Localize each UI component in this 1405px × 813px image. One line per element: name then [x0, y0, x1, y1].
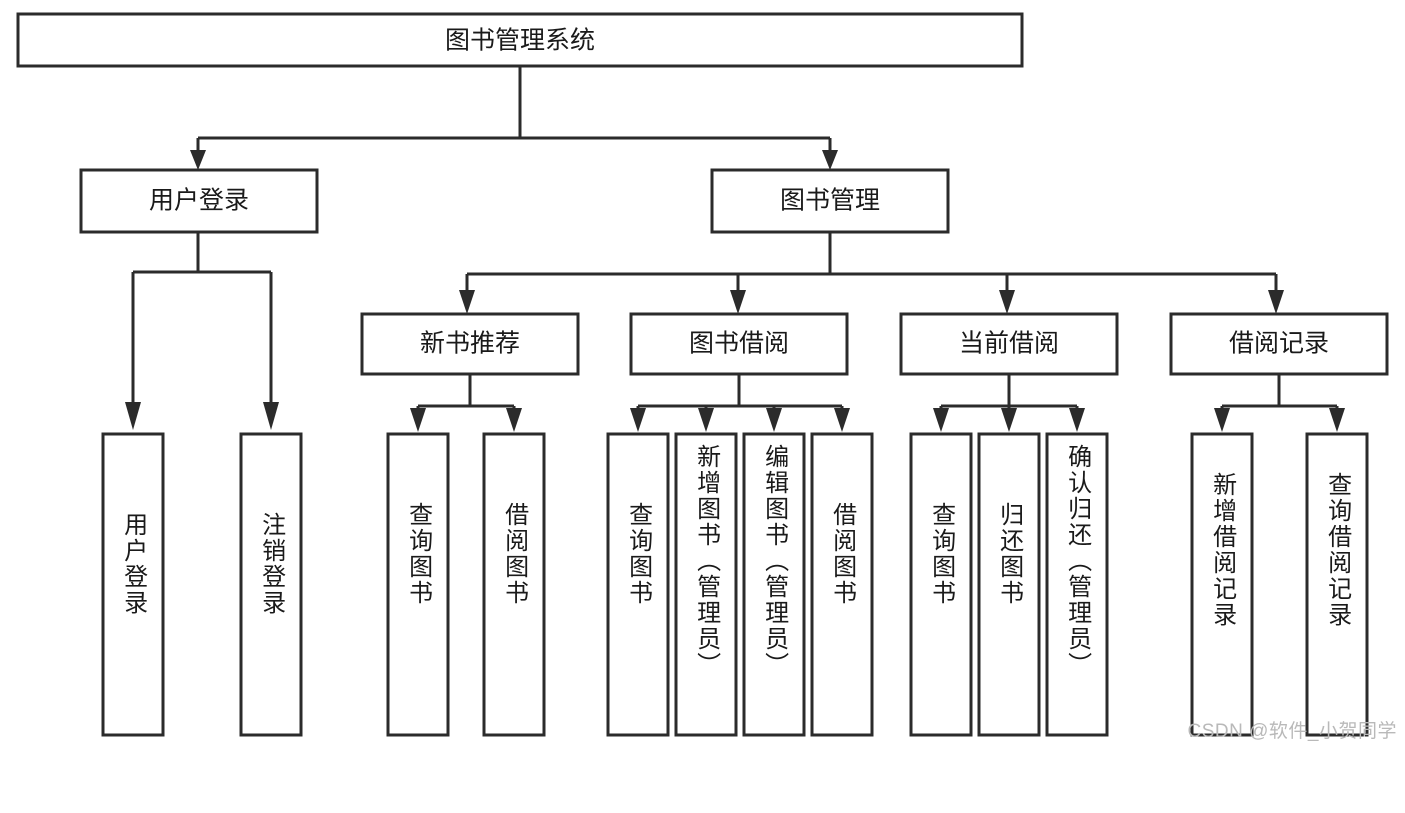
arrow-head-leaf-book-borrow-1: [630, 408, 646, 432]
leaf-box-current-borrow-2[interactable]: [977, 432, 1041, 737]
node-current-borrow-label: 当前借阅: [959, 330, 1059, 358]
leaf-box-borrow-record-1[interactable]: [1190, 432, 1254, 737]
node-new-book-label: 新书推荐: [420, 330, 520, 358]
arrow-head-book-borrow: [730, 290, 746, 314]
arrow-head-leaf-current-borrow-2: [1001, 408, 1017, 432]
arrow-head-book-manage: [822, 150, 838, 170]
node-book-manage-label: 图书管理: [780, 187, 880, 215]
leaf-box-book-borrow-4[interactable]: [810, 432, 874, 737]
arrow-head-leaf-book-borrow-4: [834, 408, 850, 432]
leaf-box-new-book-1[interactable]: [386, 432, 450, 737]
node-root-box[interactable]: [16, 12, 1024, 68]
arrow-head-leaf-book-borrow-3: [766, 408, 782, 432]
arrow-head-leaf-user-login-2: [263, 402, 279, 430]
arrow-head-leaf-current-borrow-1: [933, 408, 949, 432]
node-borrow-record-label: 借阅记录: [1229, 330, 1329, 358]
node-new-book-box[interactable]: [360, 312, 580, 376]
node-book-borrow-box[interactable]: [629, 312, 849, 376]
leaf-box-book-borrow-2[interactable]: [674, 432, 738, 737]
diagram-canvas: 图书管理系统 用户登录 图书管理 新书推荐 图书借阅 当前借阅 借阅记录: [16, 12, 1397, 742]
arrow-head-current-borrow: [999, 290, 1015, 314]
leaf-box-current-borrow-1[interactable]: [909, 432, 973, 737]
watermark-text: CSDN @软件_小贺同学: [1187, 721, 1397, 742]
arrow-head-user-login: [190, 150, 206, 170]
arrow-head-leaf-borrow-record-1: [1214, 408, 1230, 432]
node-borrow-record-box[interactable]: [1169, 312, 1389, 376]
arrow-head-leaf-new-book-1: [410, 408, 426, 432]
node-user-login-box[interactable]: [79, 168, 319, 234]
node-book-borrow-label: 图书借阅: [689, 330, 789, 358]
leaf-box-book-borrow-3[interactable]: [742, 432, 806, 737]
node-root-label: 图书管理系统: [445, 27, 595, 55]
arrow-head-new-book: [459, 290, 475, 314]
leaf-box-user-login-2[interactable]: [239, 432, 303, 737]
arrow-head-leaf-new-book-2: [506, 408, 522, 432]
leaf-box-current-borrow-3[interactable]: [1045, 432, 1109, 737]
node-current-borrow-box[interactable]: [899, 312, 1119, 376]
arrow-head-borrow-record: [1268, 290, 1284, 314]
leaf-box-borrow-record-2[interactable]: [1305, 432, 1369, 737]
leaf-box-user-login-1[interactable]: [101, 432, 165, 737]
node-layer: 图书管理系统 用户登录 图书管理 新书推荐 图书借阅 当前借阅 借阅记录: [16, 12, 1389, 376]
arrow-head-leaf-book-borrow-2: [698, 408, 714, 432]
arrow-head-leaf-current-borrow-3: [1069, 408, 1085, 432]
node-user-login-label: 用户登录: [149, 187, 249, 215]
node-book-manage-box[interactable]: [710, 168, 950, 234]
connector-layer: [125, 66, 1345, 432]
leaf-layer: [101, 432, 1369, 737]
leaf-box-new-book-2[interactable]: [482, 432, 546, 737]
tree-diagram-svg: 图书管理系统 用户登录 图书管理 新书推荐 图书借阅 当前借阅 借阅记录: [16, 12, 1389, 737]
leaf-box-book-borrow-1[interactable]: [606, 432, 670, 737]
arrow-head-leaf-borrow-record-2: [1329, 408, 1345, 432]
arrow-head-leaf-user-login-1: [125, 402, 141, 430]
